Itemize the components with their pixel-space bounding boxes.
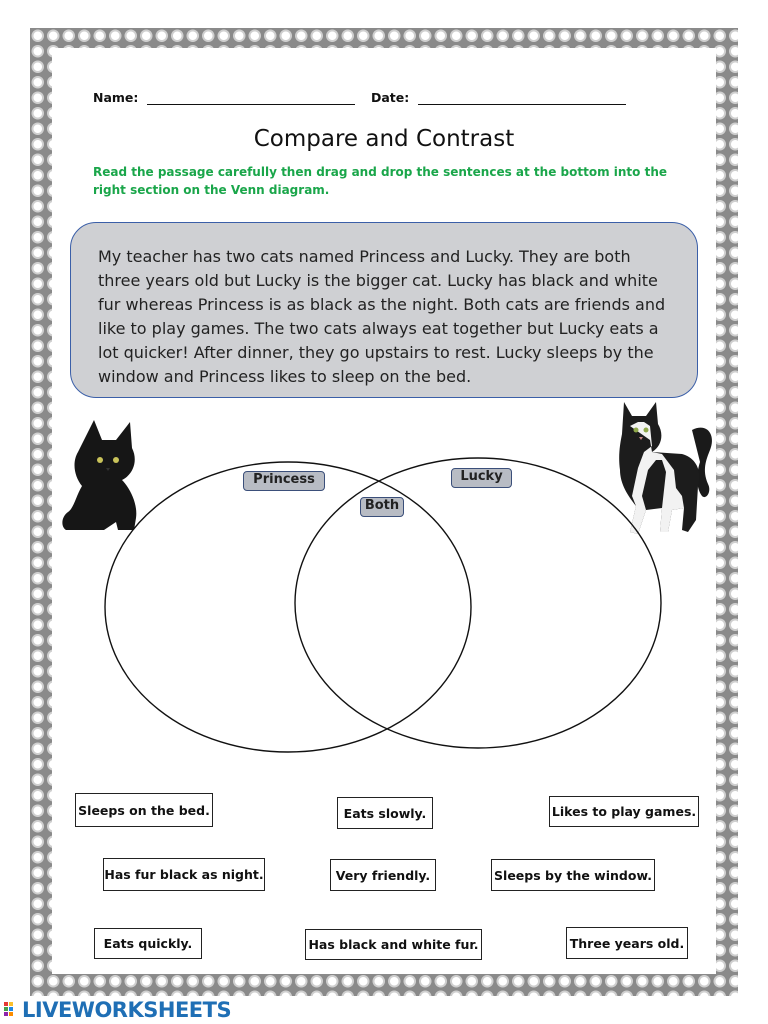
sentence-card[interactable]: Sleeps by the window. bbox=[491, 859, 655, 891]
logo-text: LIVEWORKSHEETS bbox=[22, 998, 231, 1022]
both-label: Both bbox=[360, 497, 404, 517]
black-cat-image bbox=[58, 418, 140, 534]
sentence-card[interactable]: Likes to play games. bbox=[549, 796, 699, 827]
name-label: Name: bbox=[93, 90, 138, 105]
date-line[interactable] bbox=[418, 92, 626, 105]
name-field-row: Name: bbox=[93, 90, 355, 105]
instructions-text: Read the passage carefully then drag and… bbox=[93, 163, 683, 199]
name-line[interactable] bbox=[147, 92, 355, 105]
lucky-label: Lucky bbox=[451, 468, 512, 488]
sentence-card[interactable]: Eats quickly. bbox=[94, 928, 202, 959]
sentence-card[interactable]: Very friendly. bbox=[330, 859, 436, 891]
sentence-card[interactable]: Sleeps on the bed. bbox=[75, 793, 213, 827]
liveworksheets-logo[interactable]: LIVEWORKSHEETS bbox=[4, 998, 231, 1022]
page-title: Compare and Contrast bbox=[0, 126, 768, 152]
sentence-card[interactable]: Has fur black as night. bbox=[103, 858, 265, 891]
sentence-card[interactable]: Three years old. bbox=[566, 927, 688, 959]
date-label: Date: bbox=[371, 90, 409, 105]
reading-passage: My teacher has two cats named Princess a… bbox=[70, 222, 698, 398]
black-and-white-cat-image bbox=[612, 400, 718, 538]
liveworksheets-logo-icon bbox=[4, 1001, 20, 1019]
date-field-row: Date: bbox=[371, 90, 626, 105]
sentence-card[interactable]: Has black and white fur. bbox=[305, 929, 482, 960]
sentence-card[interactable]: Eats slowly. bbox=[337, 797, 433, 829]
princess-label: Princess bbox=[243, 471, 325, 491]
